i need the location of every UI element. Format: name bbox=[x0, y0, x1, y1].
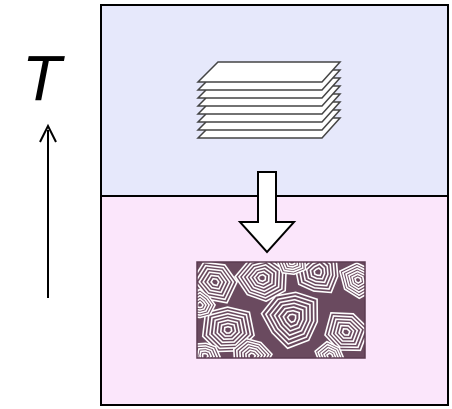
grain-ring bbox=[223, 325, 233, 334]
grain-ring bbox=[197, 300, 204, 309]
grain-ring bbox=[313, 267, 323, 277]
grain-ring bbox=[286, 313, 297, 324]
hollow-down-arrow-icon bbox=[237, 171, 297, 254]
grain-ring bbox=[326, 352, 334, 358]
layer-sheet bbox=[196, 61, 342, 83]
stacked-layers-icon bbox=[196, 61, 342, 139]
grain-ring bbox=[210, 277, 220, 287]
temperature-label: T bbox=[22, 42, 62, 114]
grain-ring bbox=[341, 327, 351, 336]
temperature-arrow-icon bbox=[39, 123, 57, 298]
grain-ring bbox=[354, 276, 362, 284]
grain-ring bbox=[257, 273, 267, 283]
polycrystalline-grains-icon bbox=[196, 261, 366, 359]
